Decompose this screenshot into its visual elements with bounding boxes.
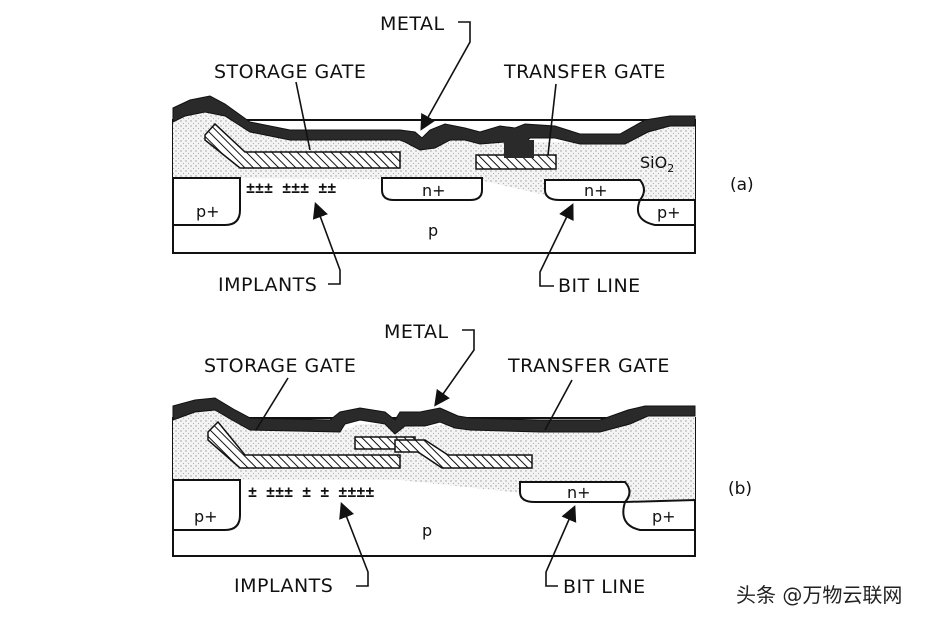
p-label-a: p [428,221,438,240]
transfer-gate-leader-b [544,379,573,431]
n-plus-mid-a [381,177,483,201]
sio2-label-a: SiO2 [640,153,674,175]
n-plus-bitline-a [544,179,645,201]
bit-line-label-b: BIT LINE [563,576,646,598]
p-plus-left-a [172,177,241,226]
metal-leader-b [434,329,475,407]
watermark: 头条 @万物云联网 [736,583,902,607]
oxide-layer-a [173,106,695,200]
bit-line-label-a: BIT LINE [558,275,641,297]
metal-contact-a [504,140,534,158]
p-plus-left-label-b: p+ [194,507,218,526]
metal-layer-a [172,95,696,151]
storage-gate-label-b: STORAGE GATE [204,355,356,377]
p-plus-left-b [172,479,241,531]
n-plus-bitline-label-b: n+ [567,483,591,502]
metal-leader-a [420,21,471,131]
p-label-b: p [422,521,432,540]
storage-gate-b [207,420,401,469]
caption-a: (a) [730,175,754,195]
metal-label-a: METAL [380,13,445,35]
transfer-gate-label-b: TRANSFER GATE [507,355,670,377]
n-plus-mid-label-a: n+ [422,181,446,200]
n-plus-bitline-b [519,481,631,503]
implants-label-b: IMPLANTS [234,575,333,597]
implants-leader-a [312,201,341,285]
caption-b: (b) [728,479,752,499]
p-plus-left-label-a: p+ [196,202,220,221]
implants-marks-b: ± ±±± ± ± ±±±± [248,483,374,501]
n-plus-bitline-label-a: n+ [584,181,608,200]
metal-layer-b [172,397,696,435]
diagram-a: p+ n+ n+ p+ p SiO2 ±±± ±±± ±± METAL STOR… [172,13,754,297]
p-plus-right-b [622,498,696,531]
storage-gate-leader-a [295,81,311,151]
bit-line-leader-a [539,203,574,287]
implants-marks-a: ±±± ±±± ±± [246,179,336,197]
bit-line-leader-b [545,505,577,587]
transfer-gate-b [394,439,533,469]
p-plus-right-label-b: p+ [652,507,676,526]
p-plus-right-label-a: p+ [657,203,681,222]
transfer-gate-leader-a [547,83,557,156]
storage-gate-label-a: STORAGE GATE [214,61,366,83]
storage-gate-a [204,122,401,169]
metal-label-b: METAL [384,321,449,343]
diagram-b: p+ n+ p+ p ± ±±± ± ± ±±±± METAL STORAGE … [172,321,752,598]
transfer-gate-label-a: TRANSFER GATE [503,61,666,83]
storage-gate-leader-b [255,377,289,431]
implants-leader-b [339,502,369,587]
p-plus-right-a [636,199,696,226]
implants-label-a: IMPLANTS [218,274,317,296]
